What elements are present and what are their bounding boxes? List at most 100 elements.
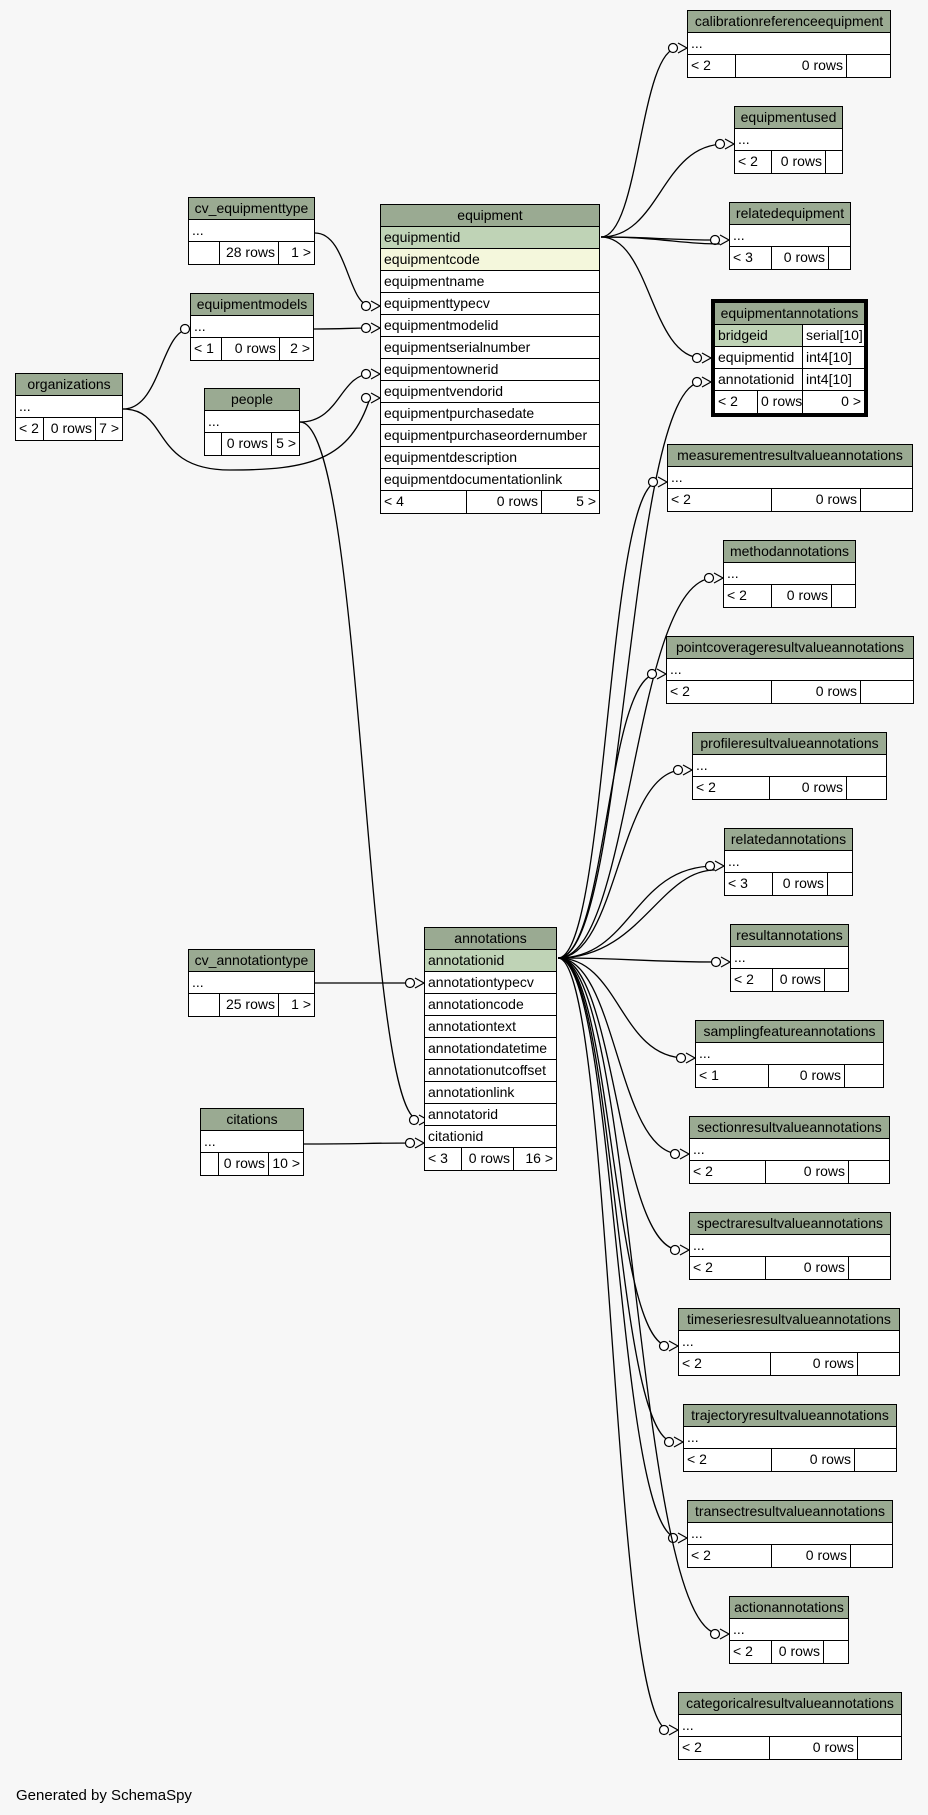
table-title[interactable]: methodannotations — [724, 541, 855, 563]
column-name: equipmentpurchaseordernumber — [384, 427, 588, 443]
column-row[interactable]: annotationutcoffset — [425, 1060, 556, 1082]
table-title[interactable]: timeseriesresultvalueannotations — [679, 1309, 899, 1331]
table-title[interactable]: equipmentannotations — [715, 303, 864, 325]
column-row[interactable]: annotationid — [425, 950, 556, 972]
table-title[interactable]: trajectoryresultvalueannotations — [684, 1405, 896, 1427]
column-row[interactable]: equipmentserialnumber — [381, 337, 599, 359]
table-title[interactable]: organizations — [16, 374, 122, 396]
children-count: < 2 — [718, 393, 738, 409]
column-row[interactable]: annotationdatetime — [425, 1038, 556, 1060]
column-row: ... — [735, 129, 842, 151]
table-title[interactable]: spectraresultvalueannotations — [690, 1213, 890, 1235]
column-row[interactable]: equipmentdocumentationlink — [381, 469, 599, 491]
table-title[interactable]: resultannotations — [731, 925, 848, 947]
column-row[interactable]: annotationtext — [425, 1016, 556, 1038]
table-title[interactable]: equipment — [381, 205, 599, 227]
column-row[interactable]: equipmentpurchasedate — [381, 403, 599, 425]
column-row[interactable]: equipmentdescription — [381, 447, 599, 469]
table-title[interactable]: samplingfeatureannotations — [696, 1021, 883, 1043]
column-row: ... — [696, 1043, 883, 1065]
column-row[interactable]: annotationlink — [425, 1082, 556, 1104]
column-row[interactable]: equipmentownerid — [381, 359, 599, 381]
table-title[interactable]: actionannotations — [730, 1597, 848, 1619]
edge-trajectoryresultvalueannotations — [557, 957, 675, 1443]
edge-citations-optional-marker — [404, 1137, 416, 1149]
generated-by-footer: Generated by SchemaSpy — [16, 1787, 192, 1804]
column-row[interactable]: equipmentcode — [381, 249, 599, 271]
table-title[interactable]: people — [205, 389, 299, 411]
column-row[interactable]: annotationtypecv — [425, 972, 556, 994]
table-title[interactable]: profileresultvalueannotations — [693, 733, 886, 755]
column-name: annotationtext — [428, 1018, 516, 1034]
edge-relatedequipment-2 — [600, 236, 721, 245]
table-title[interactable]: citations — [201, 1109, 303, 1131]
row-count: 0 rows — [765, 1257, 848, 1279]
column-row[interactable]: equipmentid — [381, 227, 599, 249]
edge-samplingfeatureannotations — [557, 957, 687, 1059]
column-name: citationid — [428, 1128, 484, 1144]
column-row[interactable]: citationid — [425, 1126, 556, 1148]
table-title[interactable]: calibrationreferenceequipment — [688, 11, 890, 33]
column-row[interactable]: annotatorid — [425, 1104, 556, 1126]
column-row: ... — [679, 1331, 899, 1353]
edge-transectresultvalueannotations — [557, 957, 679, 1539]
parents-count — [860, 489, 912, 511]
column-type: serial[10] — [802, 325, 864, 346]
table-title[interactable]: relatedannotations — [725, 829, 852, 851]
collapsed-columns: ... — [194, 318, 206, 334]
table-title[interactable]: pointcoverageresultvalueannotations — [667, 637, 913, 659]
edge-categoricalresultvalueannotations — [557, 957, 670, 1731]
table-title[interactable]: equipmentmodels — [191, 294, 313, 316]
table-title[interactable]: annotations — [425, 928, 556, 950]
table-title[interactable]: relatedequipment — [730, 203, 850, 225]
column-row[interactable]: equipmentname — [381, 271, 599, 293]
column-row[interactable]: equipmentpurchaseordernumber — [381, 425, 599, 447]
row-count: 28 rows — [219, 242, 278, 264]
collapsed-columns: ... — [204, 1133, 216, 1149]
table-title[interactable]: categoricalresultvalueannotations — [679, 1693, 901, 1715]
table-title[interactable]: measurementresultvalueannotations — [668, 445, 912, 467]
column-name: annotationtypecv — [428, 974, 534, 990]
table-title[interactable]: cv_annotationtype — [189, 950, 314, 972]
column-row[interactable]: equipmentvendorid — [381, 381, 599, 403]
children-count: < 4 — [384, 493, 404, 509]
collapsed-columns: ... — [687, 1429, 699, 1445]
table-title[interactable]: equipmentused — [735, 107, 842, 129]
table-title[interactable]: sectionresultvalueannotations — [690, 1117, 889, 1139]
column-row: ... — [189, 220, 314, 242]
column-row[interactable]: equipmenttypecv — [381, 293, 599, 315]
table-pointcoverageresultvalueannotations[interactable]: pointcoverageresultvalueannotations...< … — [666, 636, 914, 704]
table-title[interactable]: transectresultvalueannotations — [688, 1501, 892, 1523]
column-row[interactable]: equipmentmodelid — [381, 315, 599, 337]
column-row[interactable]: annotationcode — [425, 994, 556, 1016]
table-title[interactable]: cv_equipmenttype — [189, 198, 314, 220]
